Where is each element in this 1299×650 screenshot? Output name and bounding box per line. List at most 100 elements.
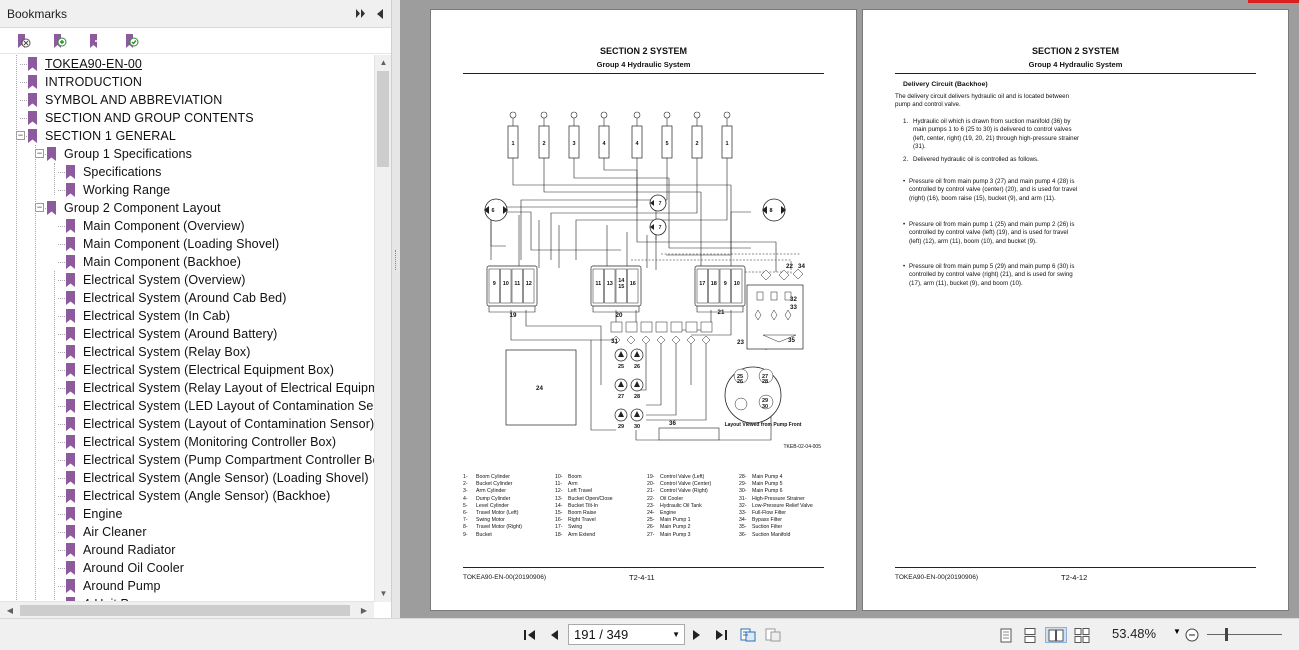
legend-number: 9- [463,531,468,538]
bookmark-item[interactable]: Around Oil Cooler [66,559,184,577]
continuous-view-button[interactable] [1021,627,1039,643]
bookmark-item[interactable]: Electrical System (Overview) [66,271,246,289]
bookmark-item[interactable]: TOKEA90-EN-00 [28,55,142,73]
splitter-grip [395,250,397,270]
valve-spool-number: 9 [724,281,727,287]
go-to-bookmark-button[interactable] [84,31,106,51]
strainer [610,321,623,345]
valve-spool-number: 16 [630,281,636,287]
legend-number: 7- [463,517,468,524]
legend-entry: 35-Suction Filter [739,524,813,531]
previous-page-button[interactable] [545,627,563,643]
bookmark-properties-button[interactable] [120,31,142,51]
scroll-up-icon[interactable]: ▲ [379,58,388,67]
next-page-button[interactable] [688,627,706,643]
bookmark-item[interactable]: Main Component (Overview) [66,217,245,235]
bookmark-item[interactable]: Electrical System (In Cab) [66,307,230,325]
scrollbar-thumb[interactable] [377,71,389,167]
bookmark-item[interactable]: INTRODUCTION [28,73,142,91]
label-31: 31 [611,338,618,345]
previous-view-button[interactable] [739,627,757,643]
single-page-view-button[interactable] [997,627,1015,643]
bookmark-item[interactable]: SECTION AND GROUP CONTENTS [28,109,254,127]
panel-splitter[interactable] [392,0,400,618]
collapse-node-icon[interactable]: − [16,130,25,140]
zoom-slider-thumb[interactable] [1224,628,1228,641]
last-page-button[interactable] [712,627,730,643]
cylinder: 4 [598,111,610,159]
document-view[interactable]: SECTION 2 SYSTEM Group 4 Hydraulic Syste… [400,0,1299,618]
zoom-level[interactable]: 53.48% [1112,626,1157,641]
add-bookmark-button[interactable] [48,31,70,51]
bookmark-item[interactable]: 4-Unit Pump [66,595,154,602]
scrollbar-thumb[interactable] [20,605,350,616]
two-page-view-button[interactable] [1045,627,1067,643]
valve-spool-number: 10 [503,281,509,287]
bookmarks-vertical-scrollbar[interactable]: ▲ ▼ [374,55,391,602]
tree-connector [58,442,65,443]
zoom-slider[interactable] [1207,634,1282,635]
bookmark-item[interactable]: Working Range [66,181,170,199]
footer-rule [463,567,824,568]
bookmark-item[interactable]: Group 2 Component Layout [47,199,221,217]
chevron-down-icon[interactable]: ▼ [672,630,680,639]
bookmark-item[interactable]: Group 1 Specifications [47,145,192,163]
tree-connector [20,118,27,119]
zoom-dropdown-icon[interactable]: ▼ [1173,627,1181,636]
bookmark-item[interactable]: Electrical System (Monitoring Controller… [66,433,336,451]
bookmark-item[interactable]: Engine [66,505,123,523]
legend-entry: 25-Main Pump 1 [647,517,711,524]
bookmark-item[interactable]: Around Pump [66,577,161,595]
next-view-button[interactable] [764,627,782,643]
header-rule [463,73,824,74]
zoom-out-button[interactable] [1183,627,1201,643]
scroll-left-icon[interactable]: ◀ [6,606,14,615]
bookmark-item[interactable]: Electrical System (Relay Box) [66,343,251,361]
collapse-panel-icon[interactable] [372,6,388,22]
header-rule [895,73,1256,74]
cylinder: 5 [661,111,673,159]
bookmark-item[interactable]: SYMBOL AND ABBREVIATION [28,91,222,109]
bookmark-item[interactable]: Electrical System (Relay Layout of Elect… [66,379,374,397]
bookmark-item[interactable]: Specifications [66,163,162,181]
bookmark-item[interactable]: Electrical System (Angle Sensor) (Loadin… [66,469,369,487]
tree-connector [58,460,65,461]
strainer [670,321,683,345]
bookmark-label: Working Range [83,183,171,197]
scroll-right-icon[interactable]: ▶ [360,606,368,615]
tree-connector [58,226,65,227]
bookmark-item[interactable]: Around Radiator [66,541,176,559]
bookmark-item[interactable]: Electrical System (Around Battery) [66,325,277,343]
bookmark-item[interactable]: Electrical System (Around Cab Bed) [66,289,286,307]
bullet-item-2: Pressure oil from main pump 1 (25) and m… [909,221,1075,245]
scroll-down-icon[interactable]: ▼ [379,589,388,598]
legend-number: 29- [739,481,747,488]
continuous-page-icon [1024,627,1036,643]
bookmark-item[interactable]: Electrical System (Angle Sensor) (Backho… [66,487,330,505]
cylinder-number: 5 [665,141,668,147]
bookmarks-panel: Bookmarks [0,0,392,618]
bookmark-item[interactable]: SECTION 1 GENERAL [28,127,176,145]
bookmark-item[interactable]: Electrical System (Layout of Contaminati… [66,415,374,433]
bookmark-item[interactable]: Electrical System (Pump Compartment Cont… [66,451,374,469]
label-19: 19 [510,312,517,319]
bookmark-item[interactable]: Main Component (Loading Shovel) [66,235,279,253]
numbered-item-1: Hydraulic oil which is drawn from suctio… [913,118,1080,150]
legend-number: 6- [463,510,468,517]
first-page-button[interactable] [521,627,539,643]
bookmarks-horizontal-scrollbar[interactable]: ◀ ▶ [0,601,374,618]
expand-panel-icon[interactable] [353,6,369,22]
bookmark-item[interactable]: Main Component (Backhoe) [66,253,241,271]
legend-text: Arm [568,481,578,488]
collapse-node-icon[interactable]: − [35,148,44,158]
two-page-continuous-button[interactable] [1073,627,1091,643]
delete-bookmark-button[interactable] [12,31,34,51]
valve-spool [511,268,523,304]
bookmark-item[interactable]: Electrical System (LED Layout of Contami… [66,397,374,415]
bookmarks-title: Bookmarks [7,6,68,21]
page-number-input[interactable]: 191 / 349 ▼ [568,624,685,645]
collapse-node-icon[interactable]: − [35,202,44,212]
bookmark-item[interactable]: Electrical System (Electrical Equipment … [66,361,334,379]
bookmark-item[interactable]: Air Cleaner [66,523,147,541]
